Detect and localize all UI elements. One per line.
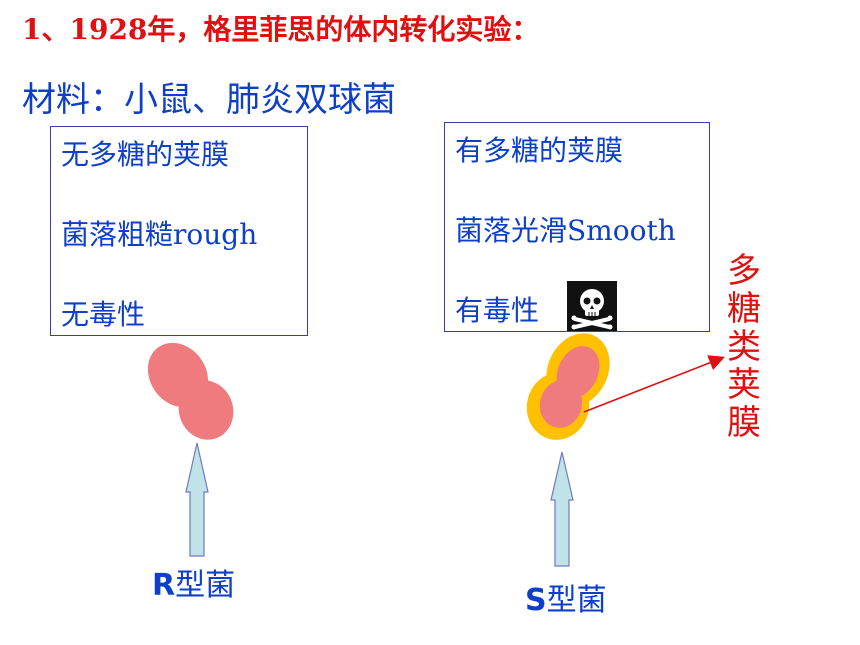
r-bacterium [147, 342, 234, 440]
up-arrow-r [185, 442, 209, 557]
s-strain-box: 有多糖的荚膜 菌落光滑Smooth 有毒性 [444, 122, 710, 332]
s-strain-suffix: 型菌 [546, 583, 607, 618]
r-strain-box: 无多糖的荚膜 菌落粗糙rough 无毒性 [50, 126, 308, 336]
slide-title: 1、1928年，格里菲思的体内转化实验： [22, 13, 540, 46]
capsule-pointer-arrow [583, 355, 725, 413]
r-strain-label: R型菌 [152, 560, 235, 604]
s-colony-text: 菌落光滑Smooth [455, 214, 676, 247]
r-strain-letter: R [152, 568, 176, 603]
s-bacterium [526, 333, 610, 440]
r-virulence-text: 无毒性 [61, 298, 146, 331]
up-arrow-s [550, 451, 574, 567]
r-strain-suffix: 型菌 [175, 568, 236, 603]
r-colony-text: 菌落粗糙rough [61, 218, 258, 251]
s-strain-letter: S [525, 583, 547, 618]
s-capsule-text: 有多糖的荚膜 [455, 134, 624, 167]
r-capsule-text: 无多糖的荚膜 [61, 138, 230, 171]
s-strain-label: S型菌 [525, 575, 607, 619]
skull-crossbones-icon [567, 281, 617, 331]
capsule-label: 多糖类荚膜 [727, 251, 761, 443]
materials-line: 材料：小鼠、肺炎双球菌 [22, 80, 396, 120]
s-virulence-text: 有毒性 [455, 294, 540, 327]
